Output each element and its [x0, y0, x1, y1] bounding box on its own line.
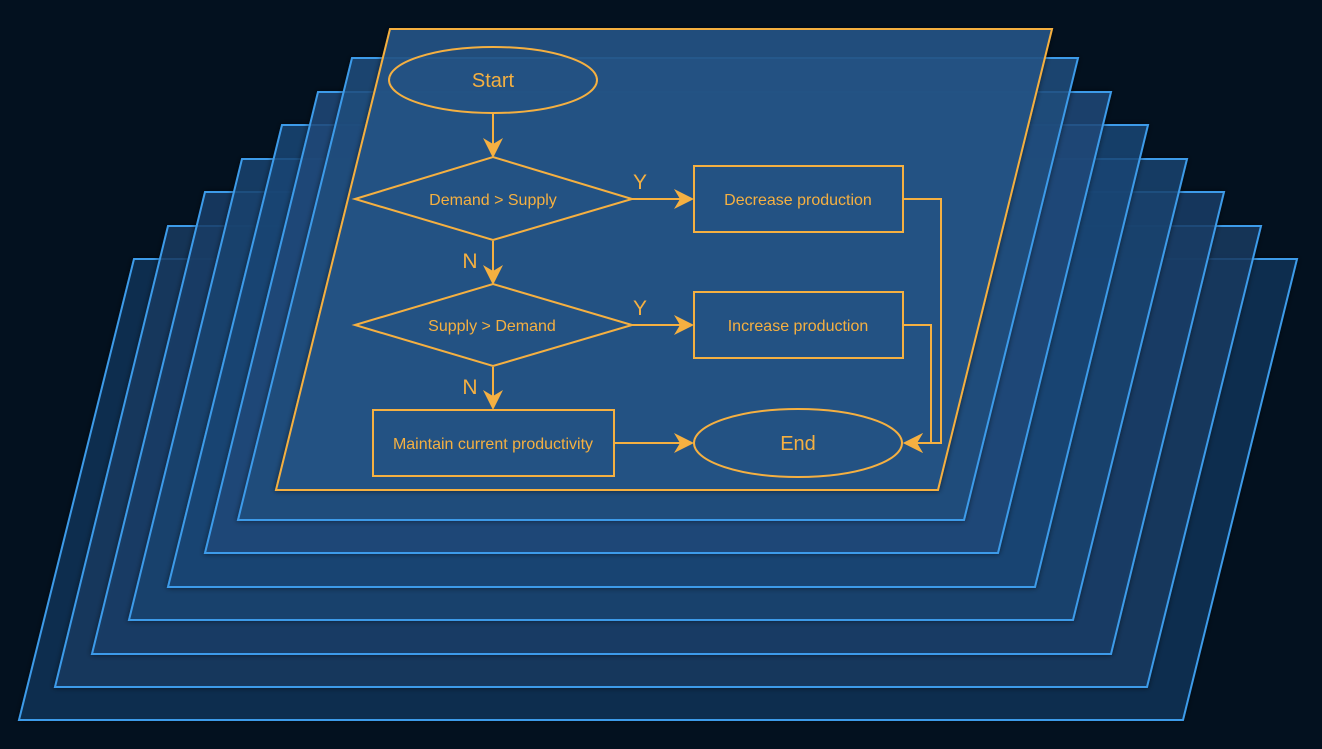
- maintain-label: Maintain current productivity: [393, 436, 593, 453]
- demand-no-label: N: [462, 250, 477, 273]
- maintain-node: [372, 409, 615, 477]
- start-label: Start: [472, 70, 515, 92]
- connectors: [483, 114, 942, 453]
- layer-1-top: [274, 28, 1054, 491]
- edge-increase-to-end: [903, 324, 932, 453]
- decision-supply-node: [351, 282, 636, 368]
- decision-supply-label: Supply > Demand: [428, 318, 556, 335]
- end-node: [693, 408, 903, 478]
- decision-demand-node: [351, 155, 636, 242]
- supply-no-label: N: [462, 376, 477, 399]
- increase-node: [693, 291, 904, 359]
- nodes: [351, 46, 904, 478]
- decrease-label: Decrease production: [724, 192, 872, 209]
- layer-stack: [17, 28, 1299, 721]
- end-label: End: [780, 433, 816, 455]
- start-node: [388, 46, 598, 114]
- edge-labels: Y N Y N: [462, 171, 647, 399]
- node-labels: Start Demand > Supply Decrease productio…: [393, 70, 872, 455]
- demand-yes-label: Y: [633, 171, 647, 194]
- decrease-node: [693, 165, 904, 233]
- supply-yes-label: Y: [633, 297, 647, 320]
- decision-demand-label: Demand > Supply: [429, 192, 557, 209]
- increase-label: Increase production: [728, 318, 869, 335]
